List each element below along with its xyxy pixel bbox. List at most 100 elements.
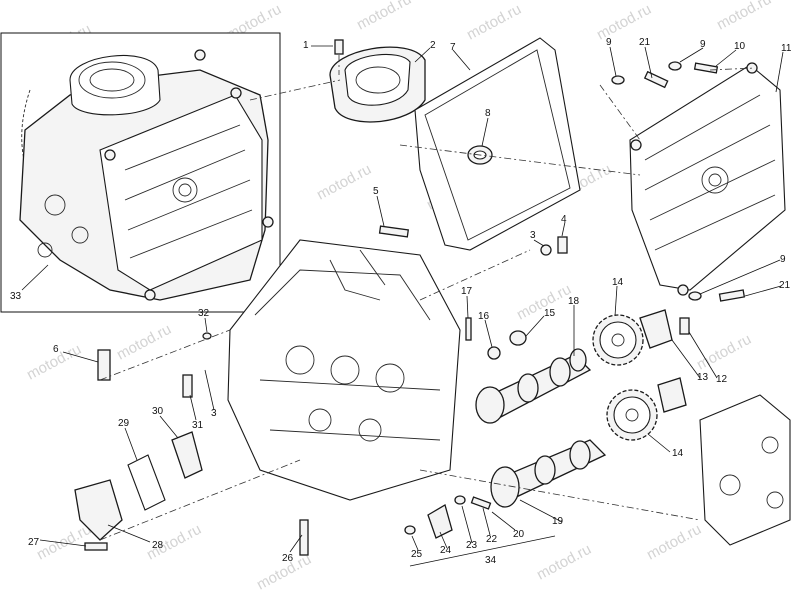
axis-line: [599, 84, 641, 141]
callout-19: 19: [552, 516, 564, 527]
leader-6: [62, 351, 99, 363]
seal-15: [509, 330, 527, 346]
leader-16: [484, 319, 493, 348]
cover-bolt-21: [718, 289, 746, 302]
support-bore: [761, 436, 779, 454]
assembly-inset: [0, 32, 281, 313]
callout-22: 22: [486, 534, 498, 545]
bracket-28: [74, 479, 123, 541]
valve-cover: [629, 64, 786, 291]
valve-seat: [308, 408, 332, 432]
intake-port: [78, 61, 146, 99]
leader-30: [159, 415, 179, 439]
intake-port-inner: [89, 68, 135, 92]
washer-3: [540, 244, 552, 256]
valve-cover-port-inner: [708, 173, 722, 187]
callout-13: 13: [697, 372, 709, 383]
leader-3: [533, 239, 545, 247]
cylinder-head: [227, 239, 461, 501]
callout-34: 34: [485, 555, 497, 566]
cam-journal: [569, 348, 587, 372]
leader-23: [461, 505, 473, 544]
axis-line: [99, 329, 231, 381]
cylinder-head-body: [227, 239, 461, 501]
slider-24: [427, 504, 453, 539]
axis-line: [249, 79, 341, 101]
plug-32: [202, 332, 212, 340]
callout-5: 5: [373, 186, 379, 197]
callout-21b: 21: [779, 280, 791, 291]
leader-4: [561, 221, 566, 237]
sensor-6: [97, 349, 111, 381]
cam-lobe: [569, 440, 591, 470]
sprocket-lower: [606, 389, 658, 441]
leader-7: [452, 49, 471, 71]
watermark: motod.ru: [694, 331, 754, 374]
watermark: motod.ru: [714, 0, 774, 34]
bolt-22: [470, 496, 492, 510]
head-ribs: [329, 249, 386, 301]
cover-bolt: [262, 216, 274, 228]
callout-6: 6: [53, 344, 59, 355]
leader-31: [189, 394, 197, 421]
screw-10: [693, 62, 719, 74]
support-bore: [719, 474, 741, 496]
callout-21a: 21: [639, 37, 651, 48]
leader-19: [519, 499, 563, 523]
callout-32: 32: [198, 308, 210, 319]
callout-12: 12: [716, 374, 728, 385]
sprocket-upper: [592, 314, 644, 366]
watermark: motod.ru: [314, 161, 374, 204]
valve-cover-group: [611, 61, 786, 302]
washer-9: [668, 61, 682, 71]
sprocket-hub: [613, 396, 651, 434]
leader-12: [688, 331, 718, 379]
washer-9: [611, 75, 625, 85]
cam-support-body: [699, 394, 791, 546]
axis-line: [99, 459, 301, 541]
leader-25: [411, 535, 419, 551]
stud: [194, 49, 206, 61]
callout-1: 1: [303, 40, 309, 51]
leader-14b: [647, 433, 671, 453]
cover-seal-port-inner: [178, 183, 192, 197]
leader-27: [39, 539, 87, 547]
intake-flange-assembled: [69, 54, 161, 116]
cover-bolt: [230, 87, 242, 99]
leader-lines: [21, 45, 784, 553]
callout-24: 24: [440, 545, 452, 556]
leader-17: [466, 295, 469, 319]
watermark: motod.ru: [644, 521, 704, 564]
cover-bolt: [144, 289, 156, 301]
callout-30: 30: [152, 406, 164, 417]
valve-cover-gasket: [414, 37, 581, 251]
callout-9c: 9: [780, 254, 786, 265]
sprocket-hub: [599, 321, 637, 359]
leader-21a: [644, 46, 653, 79]
leader-11: [775, 51, 784, 93]
plug-4: [557, 236, 568, 254]
flange-bolt: [334, 39, 344, 55]
callout-20: 20: [513, 529, 525, 540]
callout-3b: 3: [211, 408, 217, 419]
callout-26: 26: [282, 553, 294, 564]
cover-ribs: [124, 124, 253, 259]
watermark: motod.ru: [114, 321, 174, 364]
cover-seal-port: [172, 177, 198, 203]
leader-15: [525, 315, 545, 337]
cam-support: [699, 394, 791, 546]
callout-3: 3: [530, 230, 536, 241]
gasket-29: [127, 454, 166, 511]
leader-26: [289, 534, 303, 553]
valve-seat: [375, 363, 405, 393]
watermark: motod.ru: [534, 541, 594, 584]
leader-2: [414, 47, 431, 63]
leader-29: [124, 427, 138, 461]
washer-23: [454, 495, 466, 505]
tensioner-30: [171, 431, 203, 479]
bolt-12: [679, 317, 690, 335]
screw-27: [84, 542, 108, 551]
callout-18: 18: [568, 296, 580, 307]
gasket-inner-edge: [424, 49, 571, 241]
